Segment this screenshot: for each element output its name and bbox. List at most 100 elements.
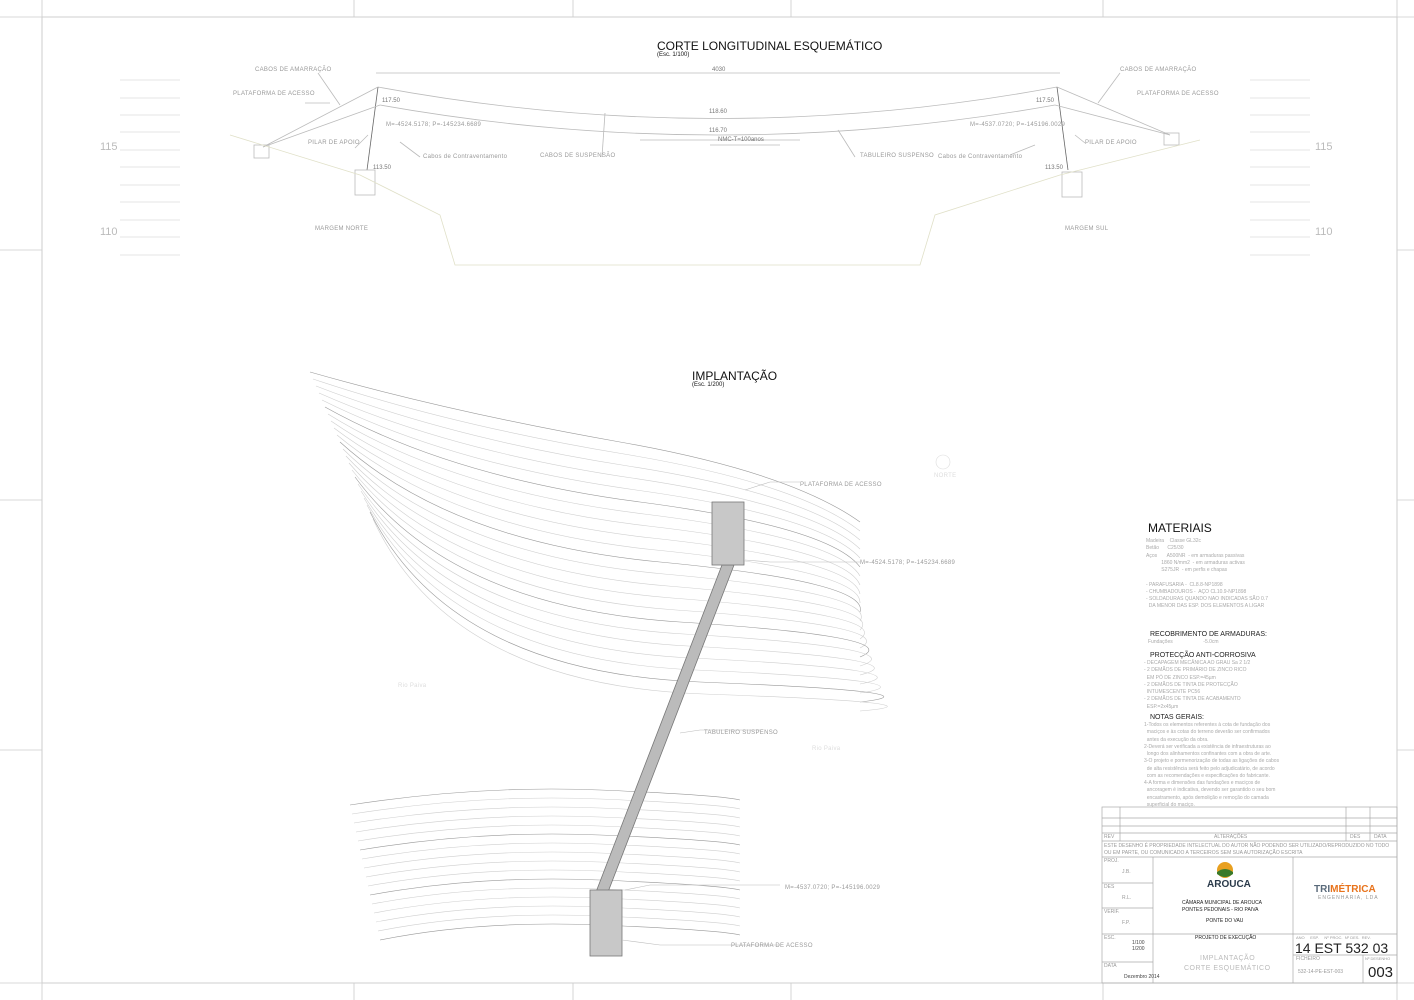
tb-sheet-title-2: CORTE ESQUEMÁTICO [1184, 965, 1271, 972]
corte-section [120, 72, 1310, 266]
contour-line [373, 896, 741, 914]
contour-line [327, 413, 861, 577]
label-cabos-suspensao: CABOS DE SUSPENSÃO [540, 153, 616, 159]
title-block-lines [1101, 806, 1398, 984]
tb-ficheiro-label: FICHEIRO [1296, 956, 1320, 962]
label-plataforma-right: PLATAFORMA DE ACESSO [1137, 91, 1219, 97]
contour-line [333, 427, 861, 595]
contour-line [318, 392, 861, 550]
tb-drawing-code: 14 EST 532 03 [1295, 940, 1389, 956]
contour-line [330, 420, 861, 586]
notas-body: 1-Todos os elementos referentes à cota d… [1144, 722, 1280, 808]
tb-verif-label: VERIF. [1104, 909, 1120, 915]
contour-line [357, 483, 872, 667]
tb-ficheiro: 532-14-PE-EST-003 [1298, 969, 1344, 975]
contour-line [315, 385, 861, 541]
flood-level: NMC-T=100anos [718, 137, 764, 143]
arouca-logo-text: AROUCA [1207, 879, 1251, 890]
label-tabuleiro: TABULEIRO SUSPENSO [860, 153, 934, 159]
contour-line [369, 511, 884, 703]
label-cabos-amarracao-left: CABOS DE AMARRAÇÃO [255, 67, 332, 73]
level-right-bottom: 113.50 [1045, 165, 1063, 171]
protecao-title: PROTECÇÃO ANTI-CORROSIVA [1150, 652, 1256, 659]
contour-line [361, 842, 741, 860]
contour-line [359, 833, 741, 851]
elevation-115-right: 115 [1315, 141, 1333, 153]
contour-line [312, 378, 861, 532]
contour-line [353, 806, 741, 824]
materiais-body: Madeira Classe GL32c Betão C25/30 Aços A… [1146, 538, 1268, 610]
materiais-title: MATERIAIS [1148, 521, 1212, 535]
tb-drawing-number: 003 [1368, 964, 1394, 981]
river-label-right: Rio Paiva [812, 746, 841, 752]
implantacao-scale: (Esc. 1/200) [692, 382, 725, 388]
tb-rev-header: REV [1104, 834, 1115, 840]
label-cabos-amarracao-right: CABOS DE AMARRAÇÃO [1120, 67, 1197, 73]
contour-line [363, 851, 741, 869]
contour-line [363, 497, 878, 685]
coord-right: M=-4537.0720; P=-145196.0029 [970, 122, 1066, 128]
tb-data-value: Dezembro 2014 [1124, 974, 1160, 980]
contour-line [309, 371, 861, 523]
tb-alteracoes-header: ALTERAÇÕES [1214, 834, 1248, 840]
label-pilar-left: PILAR DE APOIO [308, 140, 360, 146]
level-left-bottom: 113.50 [373, 165, 391, 171]
arouca-logo [1217, 862, 1233, 878]
contour-line [321, 399, 861, 559]
tb-des-value: R.L. [1122, 895, 1132, 901]
contour-line [351, 469, 867, 649]
bridge-deck [589, 501, 745, 957]
tb-client-2: PONTES PEDONAIS - RIO PAIVA [1182, 907, 1259, 913]
contour-line [351, 797, 741, 815]
level-mid-1: 118.60 [709, 109, 727, 115]
tb-code-headers: ANO ESP. Nº PROC. Nº DES. REV. [1296, 935, 1371, 940]
corte-title: CORTE LONGITUDINAL ESQUEMÁTICO [657, 39, 883, 53]
implantacao-title: IMPLANTAÇÃO [692, 369, 778, 383]
tb-client-3: PONTE DO VAU [1206, 918, 1244, 924]
trimetrica-logo: TRIMÉTRICA [1314, 885, 1376, 895]
tb-copyright-notice: ESTE DESENHO É PROPRIEDADE INTELECTUAL D… [1104, 843, 1390, 856]
elevation-110-left: 110 [100, 226, 118, 238]
level-mid-2: 116.70 [709, 128, 727, 134]
contour-line [377, 914, 741, 932]
contour-line [375, 905, 741, 923]
tb-proj-value: J.B. [1122, 869, 1131, 875]
coord-bottom: M=-4537.0720; P=-145196.0029 [785, 885, 881, 891]
contour-line [324, 406, 861, 568]
recobrimento-title: RECOBRIMENTO DE ARMADURAS: [1150, 631, 1267, 638]
coord-left: M=-4524.5178; P=-145234.6689 [386, 122, 482, 128]
firm-subtitle: ENGENHARIA, LDA [1318, 895, 1379, 901]
tb-des-label: DES [1104, 884, 1115, 890]
coord-top: M=-4524.5178; P=-145234.6689 [860, 560, 956, 566]
tb-sheet-title-1: IMPLANTAÇÃO [1200, 955, 1256, 962]
corte-scale: (Esc. 1/100) [657, 52, 690, 58]
contour-line [345, 455, 863, 631]
contour-line [372, 518, 888, 712]
level-left-top: 117.50 [382, 98, 400, 104]
firm-logo-a: TRI [1314, 884, 1331, 895]
contour-line [360, 490, 875, 676]
label-plataforma-left: PLATAFORMA DE ACESSO [233, 91, 315, 97]
implantacao-plan [309, 371, 888, 941]
label-margem-norte: MARGEM NORTE [315, 226, 369, 232]
label-tabuleiro-plan: TABULEIRO SUSPENSO [704, 730, 778, 736]
contour-line [355, 815, 741, 833]
contour-line [379, 923, 741, 941]
contour-line [354, 476, 870, 658]
tb-phase: PROJETO DE EXECUÇÃO [1195, 935, 1257, 941]
recobrimento-body: Fundações -5.0cm [1148, 639, 1219, 645]
tb-data-header: DATA [1374, 834, 1387, 840]
tb-esc-value-1: 1/100 [1132, 940, 1145, 946]
tb-des-header: DES [1350, 834, 1361, 840]
contour-line [342, 448, 862, 622]
contour-line [339, 441, 861, 613]
label-plataforma-bottom: PLATAFORMA DE ACESSO [731, 943, 813, 949]
protecao-body: - DECAPAGEM MECÂNICA AO GRAU Sa 2 1/2 - … [1144, 660, 1251, 710]
elevation-110-right: 110 [1315, 226, 1333, 238]
elevation-115-left: 115 [100, 141, 118, 153]
contour-line [348, 462, 865, 640]
contour-line [366, 504, 881, 694]
label-plataforma-top: PLATAFORMA DE ACESSO [800, 482, 882, 488]
sheet-frame [41, 16, 1398, 984]
